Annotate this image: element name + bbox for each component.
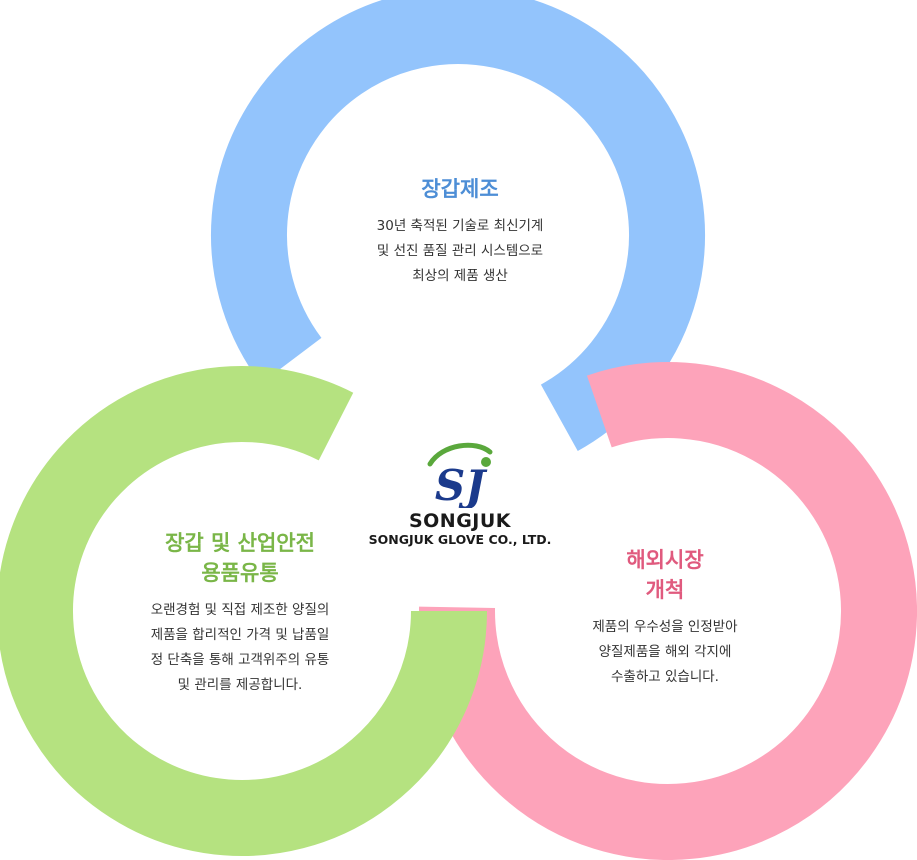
pink-ring-overseas: [419, 362, 917, 860]
overseas-desc-line: 양질제품을 해외 각지에: [598, 644, 732, 660]
overseas-title-line: 개척: [645, 578, 685, 602]
manufacturing-section: 장갑제조 30년 축적된 기술로 최신기계 및 선진 품질 관리 시스템으로 최…: [330, 174, 590, 289]
blue-ring-manufacturing: [211, 0, 705, 451]
distribution-title-line: 장갑 및 산업안전: [165, 531, 315, 555]
green-ring-distribution: [0, 366, 487, 856]
distribution-desc-line: 정 단축을 통해 고객위주의 유통: [150, 652, 330, 668]
overseas-title: 해외시장 개척: [560, 545, 770, 605]
overseas-title-line: 해외시장: [626, 548, 704, 572]
logo-swoosh-icon: [427, 442, 493, 467]
songjuk-logo-mark: SJ: [427, 442, 493, 508]
logo-brand-name: SONGJUK: [408, 510, 512, 532]
manufacturing-description: 30년 축적된 기술로 최신기계 및 선진 품질 관리 시스템으로 최상의 제품…: [330, 214, 590, 289]
distribution-title: 장갑 및 산업안전 용품유통: [115, 528, 365, 588]
distribution-title-line: 용품유통: [201, 561, 279, 585]
overseas-desc-line: 제품의 우수성을 인정받아: [592, 619, 738, 635]
company-logo: SJ SONGJUK SONGJUK GLOVE CO., LTD.: [350, 440, 570, 548]
logo-company-name: SONGJUK GLOVE CO., LTD.: [368, 532, 552, 547]
distribution-desc-line: 제품을 합리적인 가격 및 납품일: [150, 627, 330, 643]
distribution-section: 장갑 및 산업안전 용품유통 오랜경험 및 직접 제조한 양질의 제품을 합리적…: [115, 528, 365, 698]
distribution-description: 오랜경험 및 직접 제조한 양질의 제품을 합리적인 가격 및 납품일 정 단축…: [115, 598, 365, 698]
overseas-description: 제품의 우수성을 인정받아 양질제품을 해외 각지에 수출하고 있습니다.: [560, 615, 770, 690]
manufacturing-desc-line: 최상의 제품 생산: [412, 268, 508, 284]
logo-dot-icon: [481, 457, 491, 467]
manufacturing-title: 장갑제조: [421, 177, 499, 201]
manufacturing-desc-line: 및 선진 품질 관리 시스템으로: [376, 243, 544, 259]
distribution-desc-line: 및 관리를 제공합니다.: [177, 677, 303, 693]
manufacturing-desc-line: 30년 축적된 기술로 최신기계: [376, 218, 544, 234]
overseas-desc-line: 수출하고 있습니다.: [611, 669, 719, 685]
overseas-section: 해외시장 개척 제품의 우수성을 인정받아 양질제품을 해외 각지에 수출하고 …: [560, 545, 770, 690]
distribution-desc-line: 오랜경험 및 직접 제조한 양질의: [150, 602, 330, 618]
logo-letters: SJ: [435, 461, 488, 508]
